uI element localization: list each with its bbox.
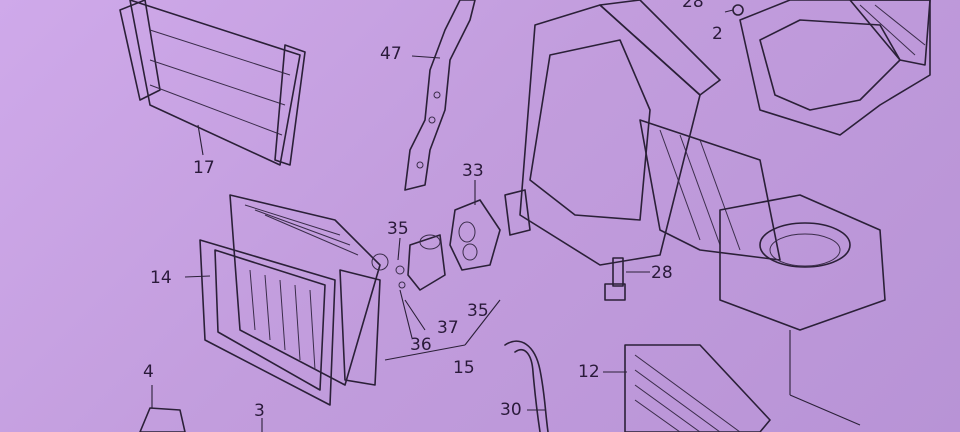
seal-part-33	[449, 199, 501, 271]
leader-lines	[184, 55, 650, 432]
callout-30: 30	[500, 400, 522, 420]
callout-33: 33	[462, 161, 484, 181]
drain-hose-part-30	[504, 340, 549, 432]
callout-15: 15	[453, 358, 475, 378]
callout-28: 28	[651, 263, 673, 283]
callout-35-lower: 35	[467, 301, 489, 321]
callout-36: 36	[410, 335, 432, 355]
blower-housing	[719, 194, 886, 426]
pollen-filter-part-12	[624, 344, 771, 432]
callout-2: 2	[712, 24, 723, 44]
evaporator-part-14	[199, 194, 381, 406]
expansion-valve-part-37	[371, 234, 446, 291]
fitting-part-28	[604, 257, 626, 301]
actuator-part-4	[139, 385, 186, 432]
screw-part-2	[724, 4, 744, 16]
callout-28-top: 28	[682, 0, 704, 12]
bracket-part-47	[404, 0, 476, 191]
callout-4: 4	[143, 362, 154, 382]
hvac-housing	[504, 0, 781, 266]
callout-12: 12	[578, 362, 600, 382]
air-inlet-housing	[739, 0, 931, 136]
heater-core-part-17	[119, 0, 306, 166]
callout-14: 14	[150, 268, 172, 288]
callout-37: 37	[437, 318, 459, 338]
callout-3: 3	[254, 401, 265, 421]
callout-47: 47	[380, 44, 402, 64]
callout-17: 17	[193, 158, 215, 178]
callout-35-upper: 35	[387, 219, 409, 239]
